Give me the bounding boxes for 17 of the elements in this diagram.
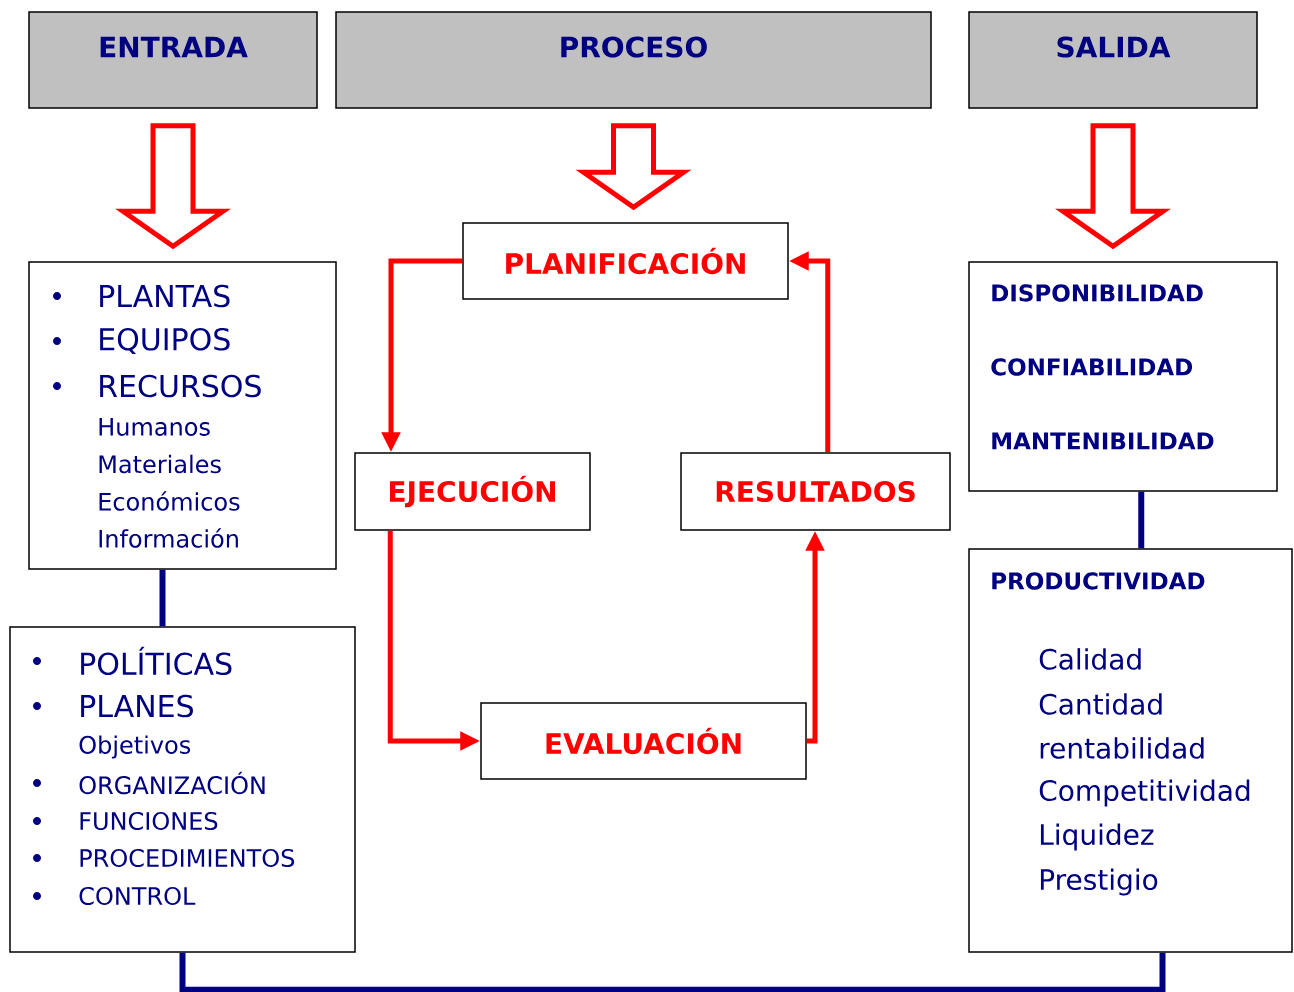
block-arrow [115, 123, 231, 250]
list-box: PRODUCTIVIDAD Calidad Cantidad rentabilidad Competitividad Liquidez Prestigio [968, 548, 1293, 953]
connector-line [159, 569, 166, 627]
list-box: POLÍTICAS PLANES Objetivos ORGANIZACIÓN FUNCIONES PROCEDIMIENTOS CONTROL [9, 626, 356, 953]
connector-line [1138, 491, 1145, 549]
list-box: PLANTAS EQUIPOS RECURSOS Humanos Materiales Económicos Información [28, 261, 337, 570]
process-box: EVALUACIÓN [480, 702, 807, 780]
block-arrow [575, 123, 692, 211]
block-arrow [1055, 123, 1171, 250]
process-box: EJECUCIÓN [354, 452, 591, 531]
header-box: ENTRADA [28, 11, 318, 109]
header-box: PROCESO [335, 11, 932, 109]
connector-line [179, 952, 1166, 992]
header-box: SALIDA [968, 11, 1258, 109]
process-box: PLANIFICACIÓN [462, 222, 789, 300]
list-box: DISPONIBILIDAD CONFIABILIDAD MANTENIBILIDAD [968, 261, 1278, 492]
process-box: RESULTADOS [680, 452, 951, 531]
